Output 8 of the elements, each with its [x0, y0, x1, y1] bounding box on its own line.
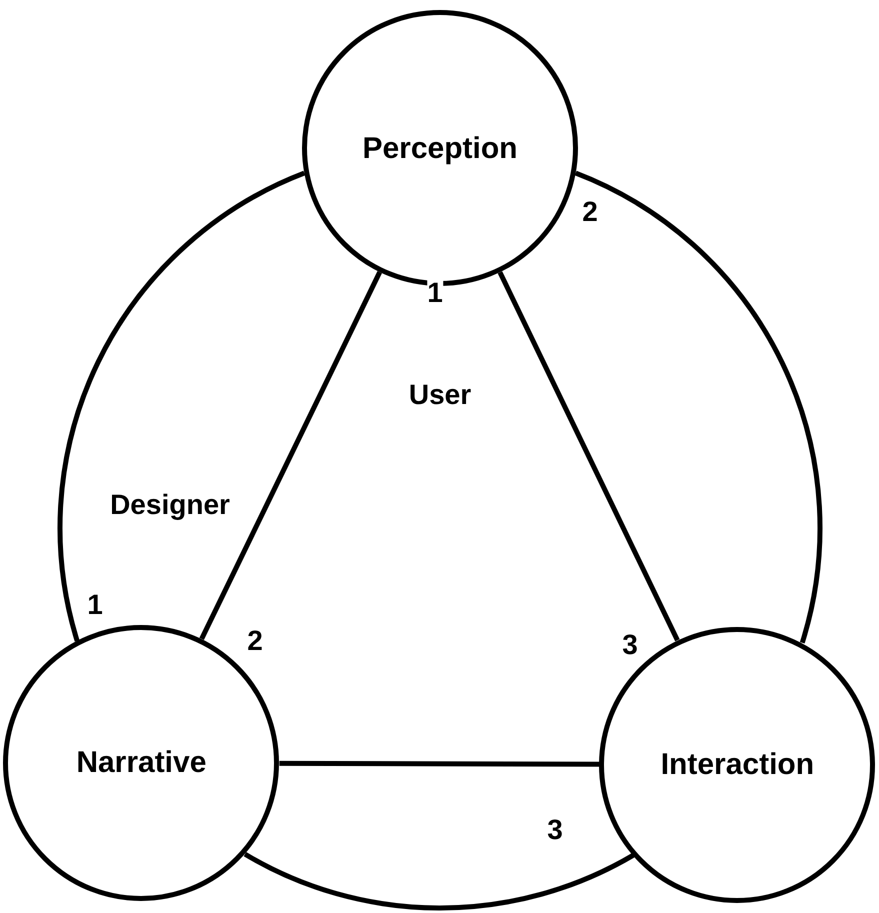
concept-label: Narrative [76, 745, 206, 782]
connector-line [279, 760, 600, 767]
concept-label: Perception [362, 130, 518, 166]
concept-label: Interaction [660, 747, 814, 784]
arc-connector [244, 852, 634, 910]
connector-line [199, 271, 382, 640]
role-label: Designer [110, 491, 230, 519]
connector-line [498, 271, 680, 642]
